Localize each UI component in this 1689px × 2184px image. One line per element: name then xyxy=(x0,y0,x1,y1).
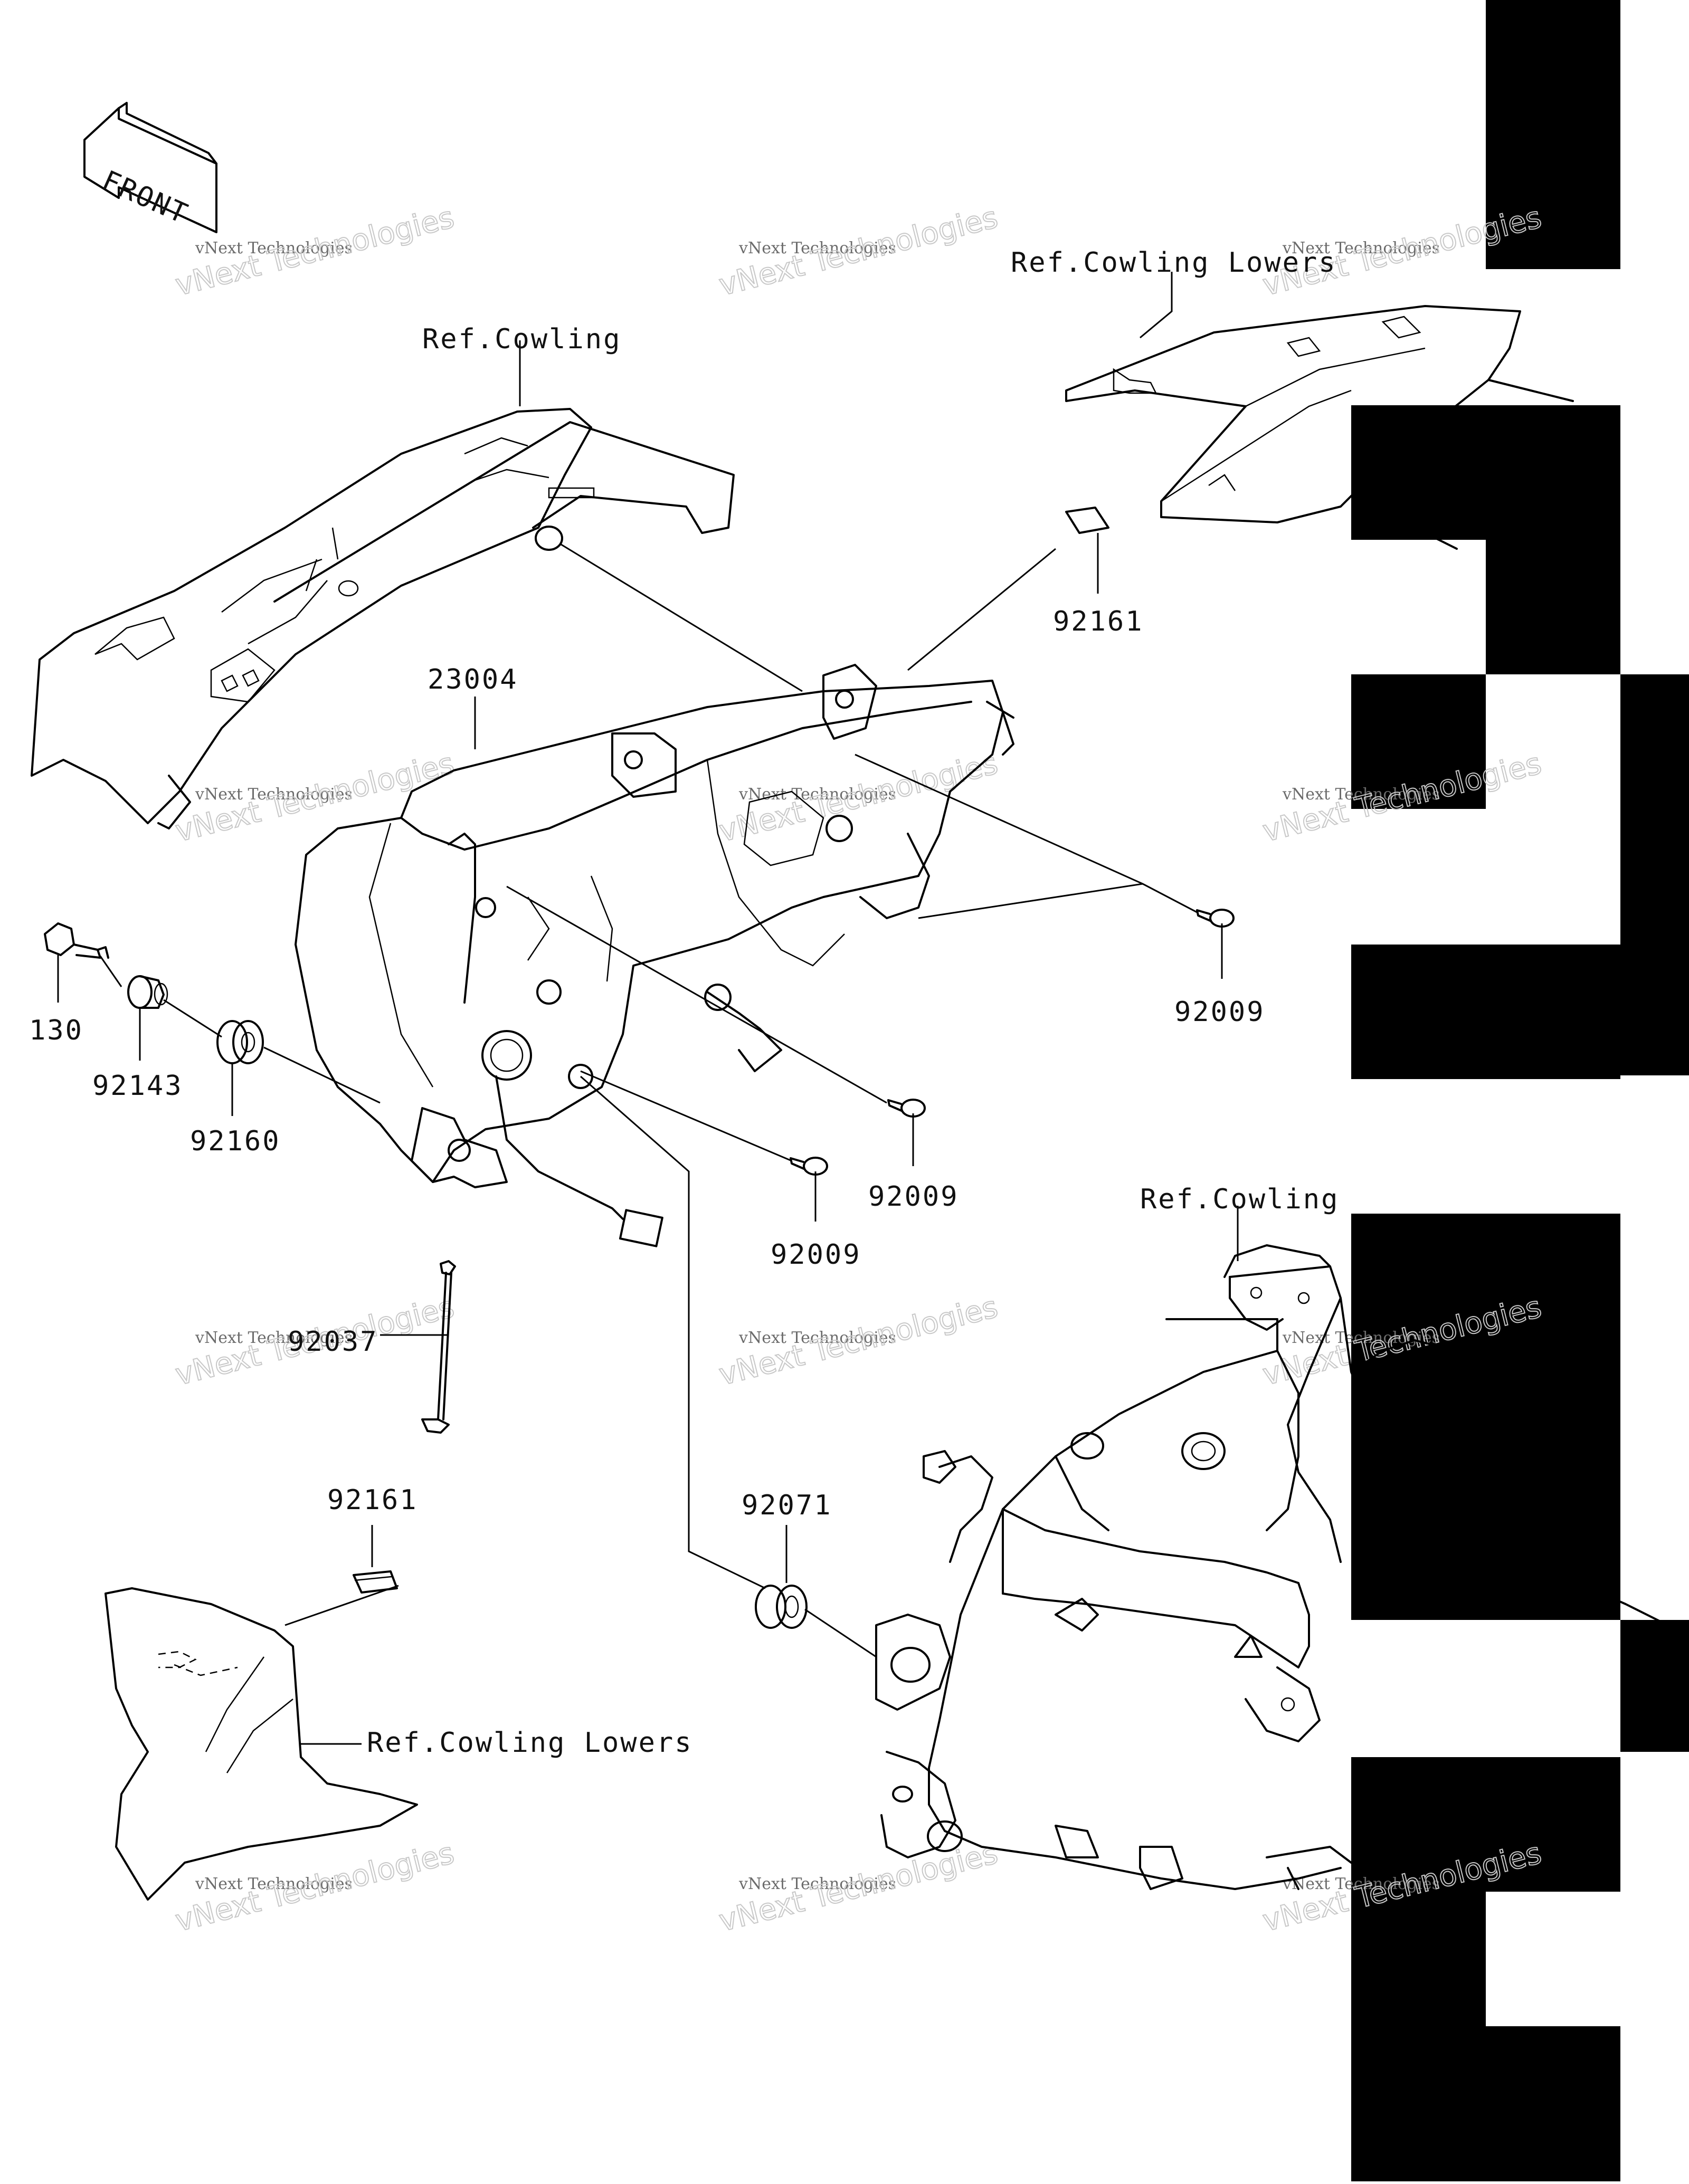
screw-92009-right xyxy=(1196,909,1235,928)
leader-lines xyxy=(57,272,1239,1745)
watermark-text: vNext Technologies xyxy=(195,1875,353,1893)
label-ref-cowling-bracket: Ref.Cowling xyxy=(1140,1184,1339,1215)
screw-92009-low xyxy=(790,1157,828,1176)
screw-92009-mid xyxy=(887,1099,926,1118)
label-92161-bottom: 92161 xyxy=(327,1484,418,1516)
label-130: 130 xyxy=(29,1015,83,1046)
grommet-92160 xyxy=(216,1020,264,1064)
watermark-text: vNext Technologies xyxy=(195,1329,353,1347)
watermark-text: vNext Technologies xyxy=(1282,1329,1440,1347)
lower-cowling-top xyxy=(1065,305,1574,550)
label-92009-mid: 92009 xyxy=(868,1181,959,1213)
frame-bracket xyxy=(875,1244,1669,1890)
pad-92161-bottom xyxy=(353,1570,398,1594)
label-ref-cowling-top: Ref.Cowling xyxy=(422,323,621,355)
label-92009-low: 92009 xyxy=(771,1239,861,1271)
band-92037 xyxy=(421,1260,456,1434)
watermark-text: vNext Technologies xyxy=(1282,239,1440,257)
watermark-text: vNext Technologies xyxy=(738,239,896,257)
grommet-92071 xyxy=(755,1585,808,1629)
watermark-text: vNext Technologies xyxy=(195,239,353,257)
watermark-text: vNext Technologies xyxy=(738,785,896,804)
front-arrow-icon: FRONT xyxy=(83,102,217,233)
label-ref-cowling-lowers-top: Ref.Cowling Lowers xyxy=(1011,247,1337,279)
label-92160: 92160 xyxy=(190,1126,281,1157)
lower-cowling-bottom xyxy=(105,1587,418,1901)
watermark-text: vNext Technologies xyxy=(195,785,353,804)
headlight-assembly xyxy=(295,664,1014,1247)
label-92071: 92071 xyxy=(742,1490,832,1521)
label-23004: 23004 xyxy=(428,664,518,695)
watermark-text: vNext Technologies xyxy=(1282,785,1440,804)
collar-92143 xyxy=(127,975,168,1009)
label-ref-cowling-lowers-bottom: Ref.Cowling Lowers xyxy=(367,1727,693,1759)
bolt-130 xyxy=(44,922,109,959)
label-92037: 92037 xyxy=(288,1326,378,1358)
upper-cowling xyxy=(31,408,735,829)
label-92161-top: 92161 xyxy=(1053,606,1144,637)
watermark-text: vNext Technologies xyxy=(1282,1875,1440,1893)
label-92143: 92143 xyxy=(92,1070,183,1102)
watermark-text: vNext Technologies xyxy=(738,1329,896,1347)
pad-92161-top xyxy=(1065,507,1109,534)
label-92009-right: 92009 xyxy=(1174,996,1265,1028)
callout-labels: Ref.Cowling Ref.Cowling Lowers 92161 230… xyxy=(29,247,1339,1759)
watermarks: vNext Technologies vNext Technologies vNe… xyxy=(172,200,1545,1939)
front-label: FRONT xyxy=(98,165,193,231)
registration-blocks xyxy=(1351,0,1689,2181)
watermark-text: vNext Technologies xyxy=(738,1875,896,1893)
